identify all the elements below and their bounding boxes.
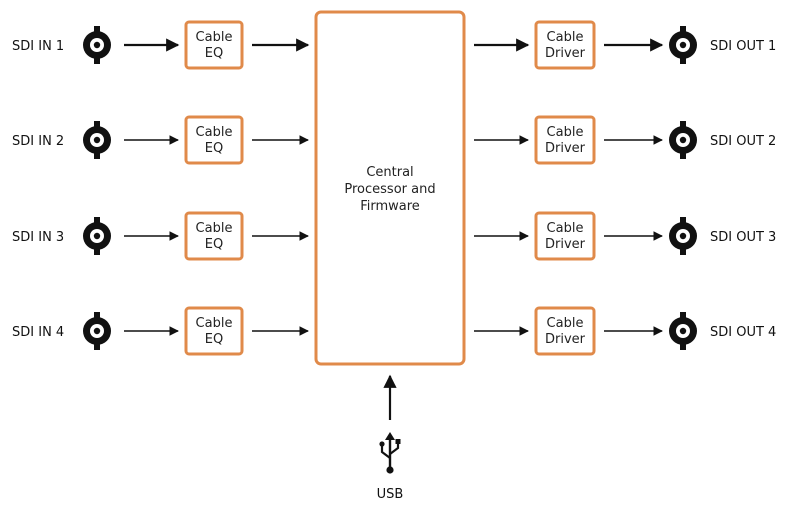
output-label: SDI OUT 4 [710, 325, 776, 340]
cable-eq-label-line1: Cable [196, 30, 233, 45]
bnc-connector-icon [669, 312, 697, 350]
usb-icon [379, 432, 401, 474]
bnc-connector-icon [669, 217, 697, 255]
output-label: SDI OUT 3 [710, 230, 776, 245]
cable-eq-label-line2: EQ [205, 237, 223, 252]
cable-eq-label-line2: EQ [205, 332, 223, 347]
usb-section: USB [377, 374, 404, 502]
bnc-connector-icon [83, 26, 111, 64]
processor-label-line3: Firmware [360, 199, 420, 214]
cable-driver-box [534, 306, 596, 356]
cable-eq-label-line1: Cable [196, 221, 233, 236]
cable-driver-label-line2: Driver [545, 332, 586, 347]
cable-eq-box [184, 306, 244, 356]
cable-driver-label-line2: Driver [545, 237, 586, 252]
cable-driver-label-line2: Driver [545, 46, 586, 61]
cable-eq-label-line2: EQ [205, 46, 223, 61]
input-label: SDI IN 1 [12, 39, 64, 54]
cable-driver-label-line1: Cable [547, 221, 584, 236]
input-label: SDI IN 2 [12, 134, 64, 149]
cable-driver-box [534, 211, 596, 261]
cable-eq-box [184, 20, 244, 70]
cable-driver-label-line1: Cable [547, 316, 584, 331]
cable-eq-label-line1: Cable [196, 125, 233, 140]
input-label: SDI IN 3 [12, 230, 64, 245]
usb-label: USB [377, 487, 404, 502]
cable-driver-label-line1: Cable [547, 30, 584, 45]
cable-eq-box [184, 115, 244, 165]
cable-driver-label-line1: Cable [547, 125, 584, 140]
bnc-connector-icon [83, 121, 111, 159]
processor-label-line1: Central [366, 165, 413, 180]
output-label: SDI OUT 2 [710, 134, 776, 149]
cable-driver-box [534, 20, 596, 70]
bnc-connector-icon [83, 217, 111, 255]
cable-driver-box [534, 115, 596, 165]
output-label: SDI OUT 1 [710, 39, 776, 54]
bnc-connector-icon [83, 312, 111, 350]
bnc-connector-icon [669, 121, 697, 159]
cable-eq-box [184, 211, 244, 261]
central-processor: Central Processor and Firmware [314, 10, 466, 366]
cable-eq-label-line1: Cable [196, 316, 233, 331]
cable-eq-label-line2: EQ [205, 141, 223, 156]
bnc-connector-icon [669, 26, 697, 64]
cable-driver-label-line2: Driver [545, 141, 586, 156]
input-label: SDI IN 4 [12, 325, 64, 340]
processor-label-line2: Processor and [344, 182, 435, 197]
